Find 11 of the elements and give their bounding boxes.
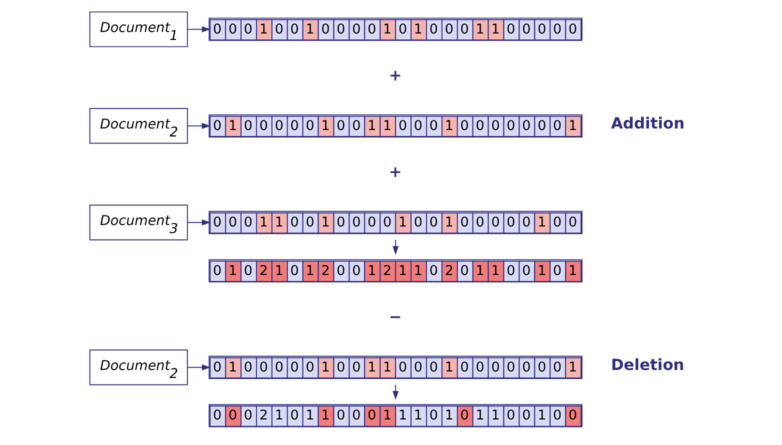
label: Deletion <box>610 356 684 374</box>
arrow <box>187 26 211 32</box>
arrow <box>187 219 211 226</box>
label: + <box>388 162 402 181</box>
arrow <box>392 384 399 400</box>
label: Addition <box>610 114 685 133</box>
label: + <box>388 66 402 84</box>
arrow <box>187 122 211 129</box>
arrow <box>187 364 211 370</box>
label: − <box>388 308 402 326</box>
arrow <box>392 239 399 255</box>
